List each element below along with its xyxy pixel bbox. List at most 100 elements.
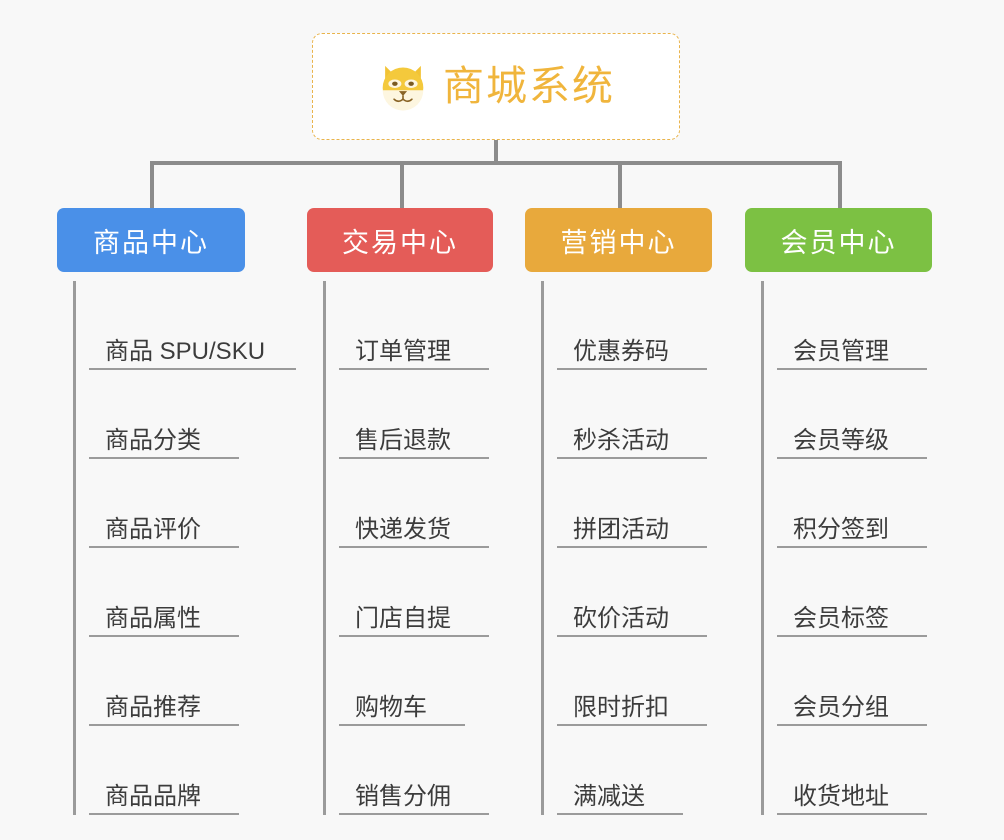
connector-drop-branch-2 [400,161,404,208]
leaf-underline [557,368,707,370]
leaf-underline [777,635,927,637]
leaf-underline [557,724,707,726]
leaf-underline [339,635,489,637]
list-item-label: 限时折扣 [573,694,669,721]
connector-drop-branch-4 [838,161,842,208]
branch-header-marketing-center[interactable]: 营销中心 [525,208,712,272]
list-item-label: 商品属性 [105,605,201,632]
branch-header-label: 商品中心 [93,227,209,258]
list-item[interactable]: 积分签到 [761,459,932,548]
list-item[interactable]: 会员等级 [761,370,932,459]
list-item-label: 会员分组 [793,694,889,721]
leaf-underline [339,546,489,548]
branch-column-product-center: 商品中心 商品 SPU/SKU 商品分类 商品评价 商品属性 商品推 [57,208,296,815]
list-item-label: 商品评价 [105,516,201,543]
list-item[interactable]: 会员管理 [761,281,932,370]
leaf-underline [557,457,707,459]
list-item[interactable]: 商品分类 [73,370,245,459]
list-item-label: 砍价活动 [573,605,669,632]
leaf-underline [557,635,707,637]
list-item-label: 商品分类 [105,427,201,454]
list-item-label: 拼团活动 [573,516,669,543]
list-item[interactable]: 购物车 [323,637,493,726]
list-item-label: 售后退款 [355,427,451,454]
list-item-label: 会员管理 [793,338,889,365]
branch-column-trade-center: 交易中心 订单管理 售后退款 快递发货 门店自提 购物车 [307,208,493,815]
list-item[interactable]: 砍价活动 [541,548,712,637]
leaf-underline [777,813,927,815]
leaf-underline [89,724,239,726]
leaf-underline [777,546,927,548]
branch-spine [761,281,764,815]
list-item[interactable]: 会员分组 [761,637,932,726]
dog-face-icon [377,61,429,113]
branch-header-label: 交易中心 [342,227,458,258]
branch-header-product-center[interactable]: 商品中心 [57,208,245,272]
list-item-label: 销售分佣 [355,783,451,810]
branch-header-member-center[interactable]: 会员中心 [745,208,932,272]
leaf-underline [89,546,239,548]
list-item-label: 会员等级 [793,427,889,454]
list-item[interactable]: 商品品牌 [73,726,245,815]
leaf-underline [339,368,489,370]
leaf-underline [777,368,927,370]
branch-header-label: 营销中心 [560,227,677,258]
list-item[interactable]: 商品属性 [73,548,245,637]
branch-items-marketing-center: 优惠券码 秒杀活动 拼团活动 砍价活动 限时折扣 满减送 [525,281,712,815]
list-item[interactable]: 限时折扣 [541,637,712,726]
leaf-underline [89,635,239,637]
leaf-underline [557,813,683,815]
list-item[interactable]: 快递发货 [323,459,493,548]
branch-header-label: 会员中心 [780,227,897,258]
leaf-underline [339,457,489,459]
root-node[interactable]: 商城系统 [312,33,680,140]
branch-header-trade-center[interactable]: 交易中心 [307,208,493,272]
list-item-label: 购物车 [355,694,427,721]
connector-drop-branch-3 [618,161,622,208]
branch-items-trade-center: 订单管理 售后退款 快递发货 门店自提 购物车 销售分佣 [307,281,493,815]
branch-column-member-center: 会员中心 会员管理 会员等级 积分签到 会员标签 会员分组 [745,208,932,815]
list-item[interactable]: 满减送 [541,726,712,815]
leaf-underline [557,546,707,548]
list-item-label: 门店自提 [355,605,451,632]
list-item[interactable]: 会员标签 [761,548,932,637]
leaf-underline [89,368,296,370]
list-item-label: 快递发货 [355,516,451,543]
list-item-label: 积分签到 [793,516,889,543]
connector-drop-branch-1 [150,161,154,208]
leaf-underline [777,457,927,459]
list-item[interactable]: 商品评价 [73,459,245,548]
leaf-underline [777,724,927,726]
list-item[interactable]: 销售分佣 [323,726,493,815]
leaf-underline [89,457,239,459]
branch-spine [73,281,76,815]
root-title: 商城系统 [443,63,615,109]
branch-spine [541,281,544,815]
list-item[interactable]: 拼团活动 [541,459,712,548]
list-item[interactable]: 门店自提 [323,548,493,637]
branch-items-product-center: 商品 SPU/SKU 商品分类 商品评价 商品属性 商品推荐 商品品牌 [57,281,296,815]
list-item[interactable]: 商品推荐 [73,637,245,726]
list-item[interactable]: 售后退款 [323,370,493,459]
leaf-underline [339,724,465,726]
list-item[interactable]: 优惠券码 [541,281,712,370]
list-item[interactable]: 商品 SPU/SKU [73,281,296,370]
list-item[interactable]: 秒杀活动 [541,370,712,459]
list-item-label: 商品 SPU/SKU [105,338,266,365]
list-item-label: 收货地址 [793,783,889,810]
branch-column-marketing-center: 营销中心 优惠券码 秒杀活动 拼团活动 砍价活动 限时折扣 [525,208,712,815]
connector-root-stem [494,140,498,163]
list-item-label: 商品品牌 [105,783,201,810]
branch-items-member-center: 会员管理 会员等级 积分签到 会员标签 会员分组 收货地址 [745,281,932,815]
branch-spine [323,281,326,815]
list-item[interactable]: 收货地址 [761,726,932,815]
leaf-underline [89,813,239,815]
connector-horizontal-bus [150,161,842,165]
list-item-label: 秒杀活动 [573,427,669,454]
leaf-underline [339,813,489,815]
list-item-label: 优惠券码 [573,338,669,365]
list-item[interactable]: 订单管理 [323,281,493,370]
list-item-label: 满减送 [573,783,645,810]
list-item-label: 会员标签 [793,605,889,632]
